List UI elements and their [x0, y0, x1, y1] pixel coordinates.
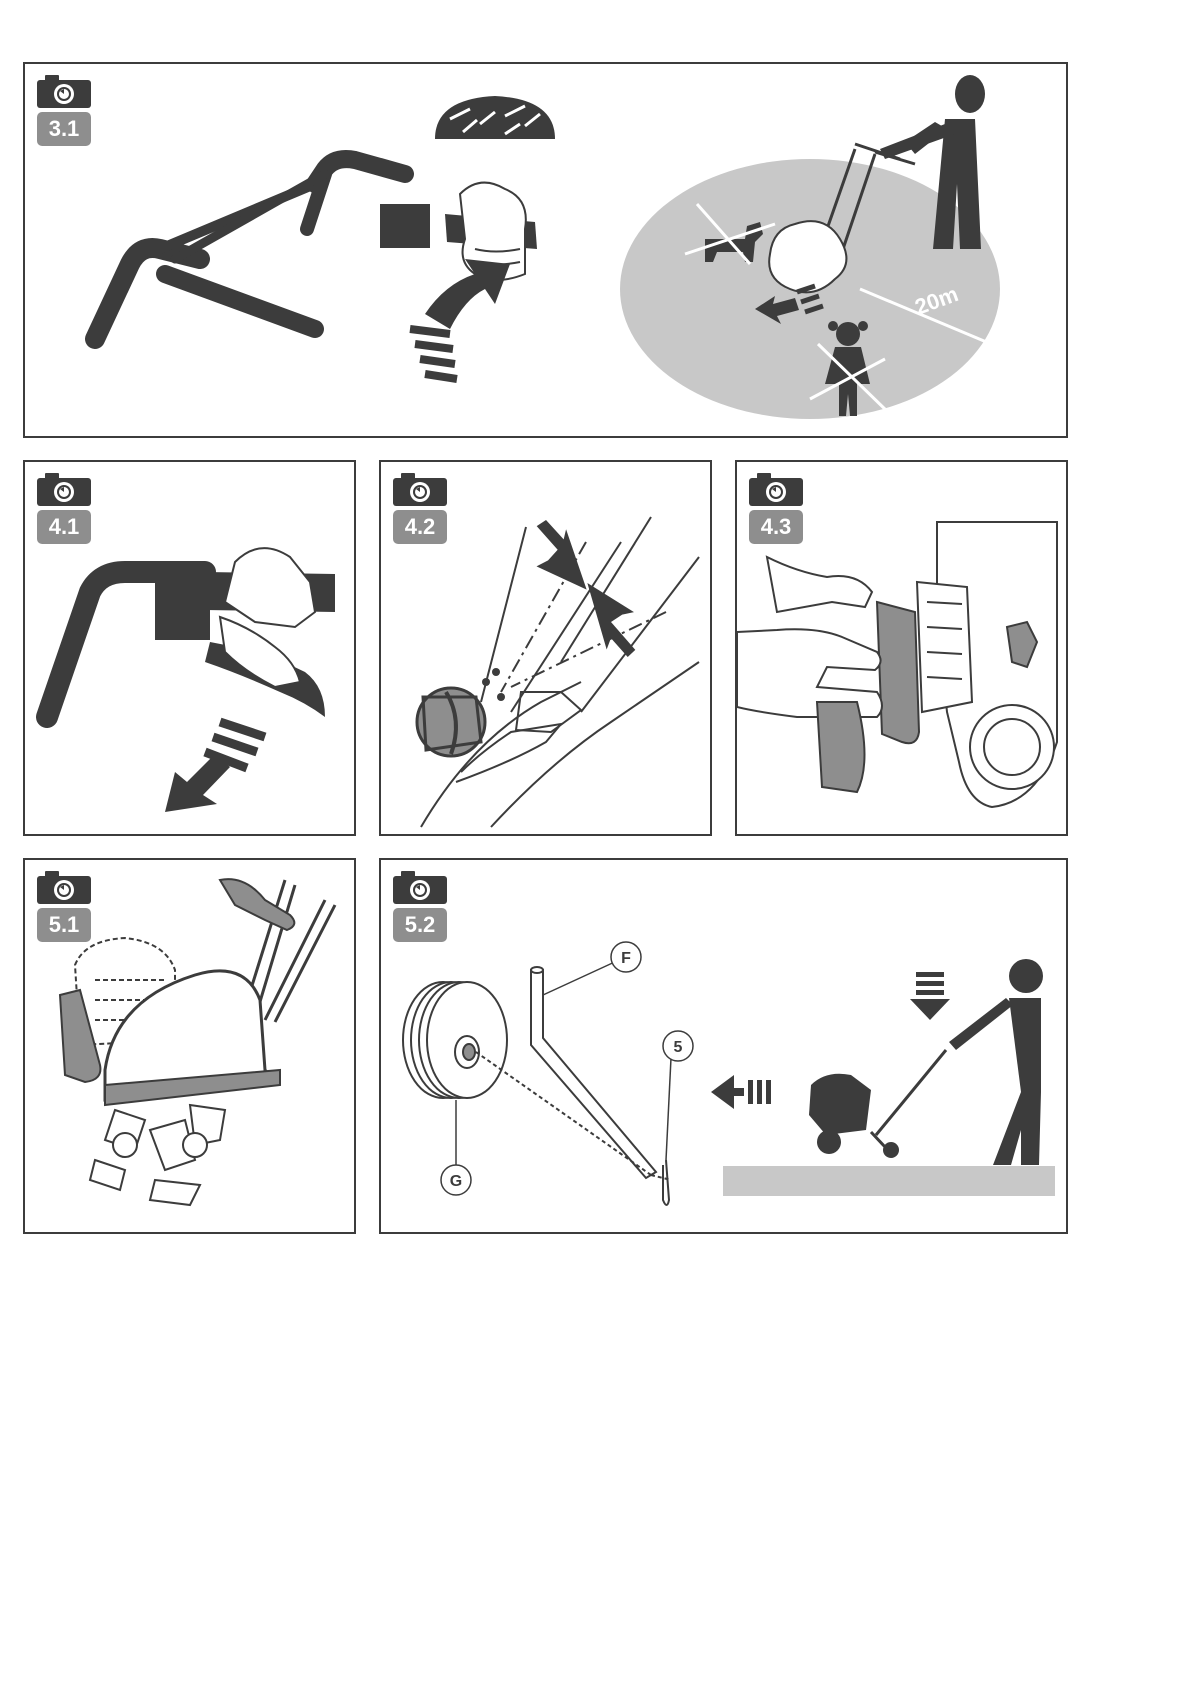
callout-g: G	[440, 1100, 472, 1196]
panel-4-3: 4.3	[735, 460, 1068, 836]
control-box	[155, 582, 210, 640]
arrow-icon	[711, 1075, 771, 1109]
arrow-icon	[910, 972, 950, 1020]
illustration-5-1	[58, 878, 337, 1207]
pin	[662, 1159, 671, 1206]
svg-text:5: 5	[674, 1039, 683, 1056]
arrow-icon	[165, 717, 267, 812]
distance-arrow	[859, 287, 1024, 358]
cross-icon	[809, 342, 892, 416]
operator-figure	[880, 75, 985, 249]
step-badge: 4.2	[393, 510, 447, 544]
tines-icon	[435, 96, 555, 139]
illustration-5-2: F 5 G	[402, 941, 1055, 1206]
panel-4-1: 4.1	[23, 460, 356, 836]
step-badge: 5.2	[393, 908, 447, 942]
step-badge: 4.1	[37, 510, 91, 544]
tine-guard	[103, 969, 279, 1102]
tiller-figure	[818, 142, 916, 250]
child-icon	[825, 321, 870, 416]
illustration-4-3	[737, 521, 1058, 809]
hand-icon	[218, 878, 296, 932]
tiller-figure	[809, 1049, 948, 1158]
tiller-body	[768, 220, 848, 294]
svg-text:G: G	[450, 1173, 462, 1190]
arrow-icon	[536, 519, 587, 590]
panel-5-2: 5.2 F 5 G	[379, 858, 1068, 1234]
arrow-icon	[587, 582, 636, 658]
tines-icon	[88, 1103, 227, 1207]
operator-figure	[949, 959, 1043, 1165]
callout-five: 5	[662, 1030, 694, 1161]
air-filter	[875, 600, 921, 745]
step-badge: 4.3	[749, 510, 803, 544]
arrow-icon	[409, 259, 510, 383]
panel-3-1: 3.1	[23, 62, 1068, 438]
wheel-icon	[402, 981, 508, 1099]
step-badge: 5.1	[37, 908, 91, 942]
ground	[723, 1166, 1055, 1196]
hand-icon	[58, 988, 102, 1084]
illustration-4-2	[415, 516, 700, 828]
panel-5-1: 5.1	[23, 858, 356, 1234]
cross-icon	[684, 203, 776, 265]
arrow-icon	[755, 283, 824, 324]
callout-f: F	[542, 941, 642, 996]
hand-icon	[737, 555, 883, 794]
step-badge: 3.1	[37, 112, 91, 146]
control-box	[380, 204, 430, 248]
knob-icon	[415, 668, 505, 758]
handlebar	[85, 150, 414, 349]
illustration-3-1: 20m	[85, 75, 1024, 419]
illustration-4-1	[36, 547, 335, 812]
axle-bracket	[475, 966, 672, 1181]
svg-text:F: F	[621, 950, 631, 967]
hand-icon	[218, 547, 317, 689]
panel-4-2: 4.2	[379, 460, 712, 836]
